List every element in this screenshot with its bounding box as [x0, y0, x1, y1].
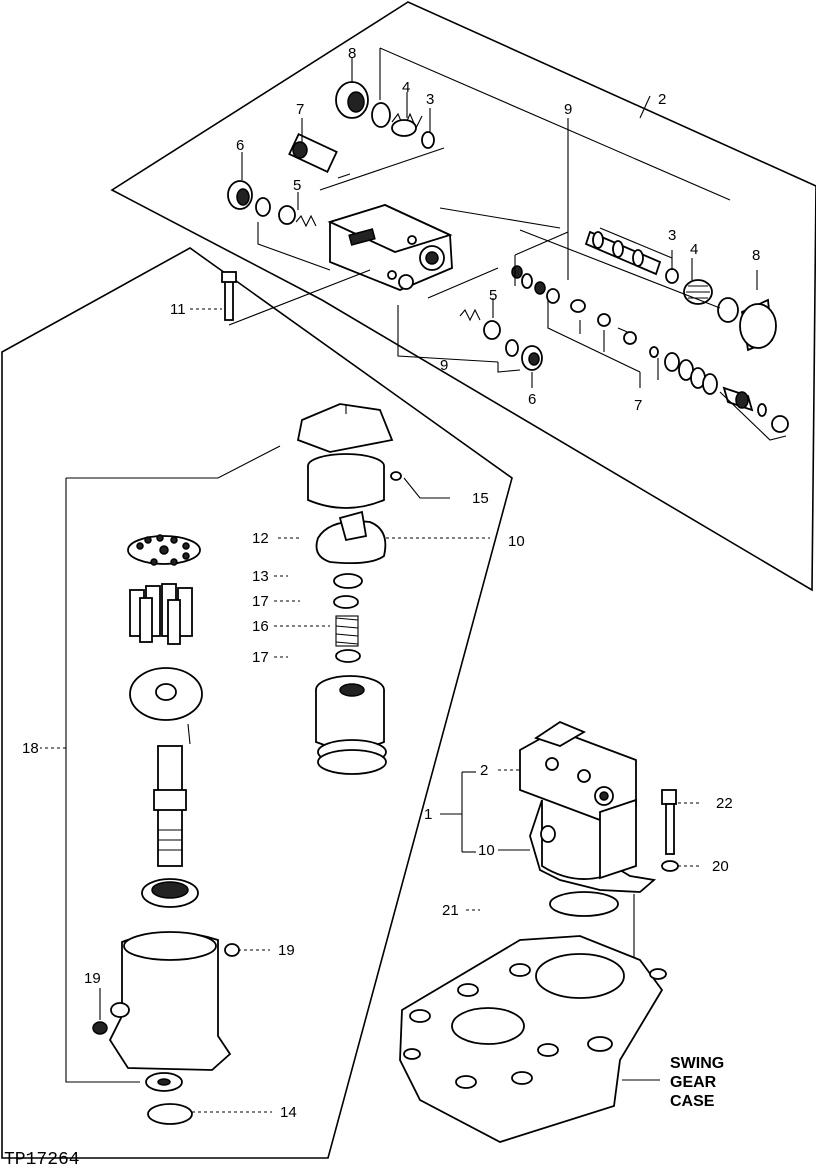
callout-14: 14	[280, 1104, 297, 1121]
capscrew-11	[221, 271, 237, 321]
callout-19-right: 19	[278, 942, 295, 959]
callout-10-left: 10	[508, 533, 525, 550]
valve-poppet-7-top	[288, 132, 338, 174]
washer-17-bottom	[335, 649, 361, 663]
spring-4-top	[391, 112, 423, 137]
o-ring-left	[255, 197, 271, 217]
swing-gear-case	[399, 935, 667, 1143]
plug-right	[771, 415, 789, 433]
bearing	[141, 878, 199, 908]
swing-label-line1: SWING	[670, 1055, 724, 1072]
callout-6-left: 6	[236, 137, 244, 154]
washer-3-right	[665, 268, 679, 284]
callout-3-right: 3	[668, 227, 676, 244]
callout-9-top: 9	[564, 101, 572, 118]
callout-17-bottom: 17	[252, 649, 269, 666]
valve-leaders	[241, 47, 787, 441]
valve-panel-outline	[110, 1, 816, 592]
washer-20	[661, 860, 679, 872]
washer-3-top	[421, 131, 435, 149]
callout-10-assembly: 10	[478, 842, 495, 859]
spring-4-right	[683, 279, 713, 305]
valve-plate	[127, 534, 201, 566]
drive-shaft	[153, 745, 187, 867]
o-ring-21	[549, 891, 619, 917]
spring-16	[335, 615, 359, 647]
callout-2-assembly: 2	[480, 762, 488, 779]
snap-ring-12	[315, 510, 387, 565]
callout-labels: 8 4 3 2 9 7 6 5 3 4 8 5 11 9 7 6 15 12 1…	[22, 45, 760, 1121]
o-ring-top	[371, 102, 391, 128]
callout-4-right: 4	[690, 241, 698, 258]
poppet-7-right	[722, 386, 754, 412]
callout-20: 20	[712, 858, 729, 875]
figure-reference: TP17264	[4, 1150, 80, 1169]
callout-8-right: 8	[752, 247, 760, 264]
callout-3-top: 3	[426, 91, 434, 108]
spool-9	[584, 230, 662, 276]
relief-plug-8-right	[739, 298, 777, 352]
assembled-valve-body	[519, 720, 637, 821]
assembled-motor	[529, 798, 657, 893]
swing-label-line3: CASE	[670, 1093, 715, 1110]
piston-set	[129, 583, 193, 645]
capscrew-22	[661, 789, 677, 855]
washer-17-top	[333, 595, 359, 609]
callout-11: 11	[170, 301, 186, 318]
assembled-leaders	[440, 769, 702, 911]
callout-1: 1	[424, 806, 432, 823]
spring-5-lower	[459, 308, 501, 340]
callout-2-top: 2	[658, 91, 666, 108]
gasket-top	[296, 403, 394, 453]
swing-label-line2: GEAR	[670, 1074, 717, 1091]
callout-5-left: 5	[293, 177, 301, 194]
cylinder-block	[315, 675, 385, 750]
callout-18: 18	[22, 740, 39, 757]
callout-8-top: 8	[348, 45, 356, 62]
callout-5-lower: 5	[489, 287, 497, 304]
motor-housing	[108, 931, 232, 1071]
callout-7-top: 7	[296, 101, 304, 118]
callout-13: 13	[252, 568, 269, 585]
spring-5-left	[278, 205, 317, 228]
callout-6-lower: 6	[528, 391, 536, 408]
relief-plug-8-top	[335, 81, 369, 119]
plug-19-right	[224, 943, 240, 957]
ring-plate	[317, 739, 387, 775]
callout-22: 22	[716, 795, 733, 812]
swash-plate	[129, 667, 203, 745]
callout-17-top: 17	[252, 593, 269, 610]
plug-19-left	[92, 1021, 108, 1035]
leader-11-to-body	[228, 269, 371, 326]
callout-19-left: 19	[84, 970, 101, 987]
callout-15: 15	[472, 490, 489, 507]
motor-panel-outline	[1, 247, 513, 1159]
housing-ring-15	[307, 453, 402, 509]
valve-body	[327, 204, 453, 291]
motor-exploded-leaders	[40, 445, 490, 1113]
callout-21: 21	[442, 902, 459, 919]
o-ring-small-right	[757, 403, 767, 417]
o-ring-lower	[505, 339, 519, 357]
callout-9-lower: 9	[440, 357, 448, 374]
callout-7-lower: 7	[634, 397, 642, 414]
plug-6-lower	[521, 345, 543, 371]
o-ring-row	[511, 265, 718, 395]
seal-bottom	[145, 1072, 183, 1092]
callout-12: 12	[252, 530, 269, 547]
callout-16: 16	[252, 618, 269, 635]
plug-6-left	[227, 180, 253, 210]
o-ring-right	[717, 297, 739, 323]
ring-13	[333, 573, 363, 589]
callout-4-top: 4	[402, 79, 410, 96]
snap-ring-14	[147, 1103, 193, 1125]
